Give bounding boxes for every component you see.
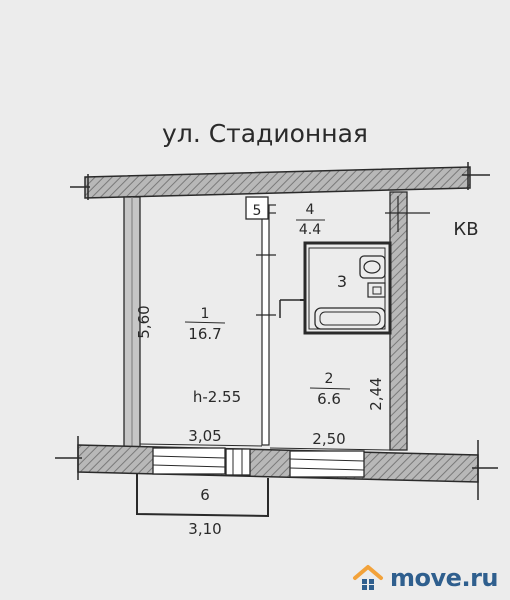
street-label: ул. Стадионная <box>162 119 368 148</box>
dim-balcony-width: 3,10 <box>188 520 221 538</box>
room-5-number: 5 <box>253 203 262 219</box>
room-2-number: 2 <box>325 371 334 387</box>
watermark-text: move.ru <box>390 564 498 592</box>
sink-icon <box>359 255 386 279</box>
window-room-1 <box>152 447 226 475</box>
bathtub-icon <box>314 307 386 330</box>
dim-room1-width: 3,05 <box>188 427 221 445</box>
right-wall <box>385 191 430 451</box>
room-1-number: 1 <box>201 306 210 322</box>
room-6-number: 6 <box>200 486 210 504</box>
closet-room-5 <box>245 196 276 220</box>
dim-line-3-10 <box>136 513 269 517</box>
apartment-label: КВ <box>453 219 478 240</box>
dim-room1-height: 5,60 <box>135 305 153 338</box>
room-4-number: 4 <box>306 202 315 218</box>
partition-wall <box>256 204 276 446</box>
room-1-area: 16.7 <box>188 325 221 343</box>
balcony-door <box>225 448 251 476</box>
room-4-area: 4.4 <box>299 222 321 238</box>
ceiling-height: h-2.55 <box>193 388 241 406</box>
watermark: move.ru <box>352 564 498 592</box>
bottom-wall <box>55 436 498 500</box>
window-room-2 <box>289 450 365 478</box>
dim-line-3-05 <box>139 443 263 447</box>
house-logo-icon <box>353 565 384 590</box>
room-3-number: 3 <box>337 272 347 291</box>
dim-room2-width: 2,50 <box>312 430 345 448</box>
top-wall <box>70 162 490 200</box>
room-2-area: 6.6 <box>317 390 341 408</box>
toilet-icon <box>367 282 386 298</box>
dim-line-2-50 <box>269 447 391 451</box>
dim-room2-height: 2,44 <box>367 377 385 410</box>
left-wall <box>123 196 141 448</box>
